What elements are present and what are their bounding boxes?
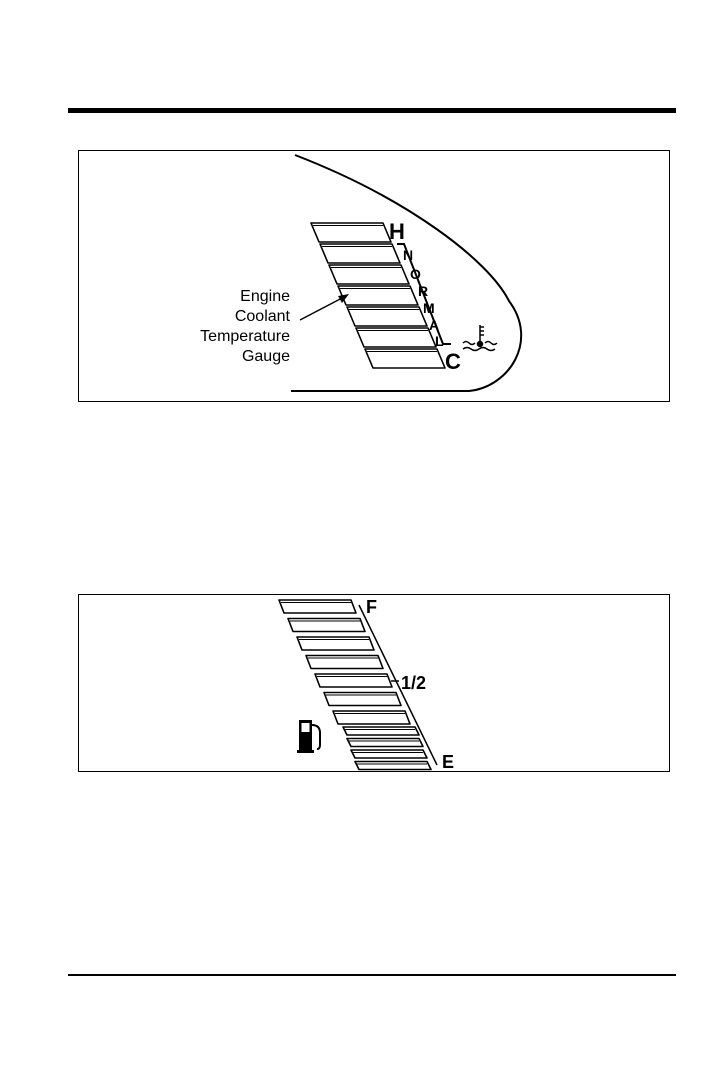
coolant-label-line-3: Temperature <box>200 328 290 345</box>
normal-letter-5: A <box>429 317 439 333</box>
normal-letter-1: N <box>403 247 413 263</box>
fuel-segment-3 <box>297 637 374 650</box>
fuel-segment-9 <box>347 739 423 747</box>
normal-letter-4: M <box>423 300 435 316</box>
fuel-segment-10 <box>351 750 427 758</box>
coolant-label-line-4: Gauge <box>242 348 290 365</box>
fuel-gauge-diagram: F 1/2 E <box>79 595 671 773</box>
footer-rule <box>68 974 676 976</box>
thermometer-in-coolant-icon <box>463 325 497 351</box>
fuel-pump-icon <box>297 720 320 753</box>
cluster-outline <box>291 155 521 391</box>
normal-letter-3: R <box>418 283 428 299</box>
fuel-segment-2 <box>288 619 365 632</box>
fuel-segment-5 <box>315 674 392 687</box>
coolant-gauge-panel: H C N O R M A L Engine Coolant Temperatu… <box>78 150 670 402</box>
fuel-segment-7 <box>333 711 410 724</box>
hot-mark: H <box>389 219 405 244</box>
label-pointer-arrowhead <box>338 294 349 303</box>
empty-mark: E <box>442 752 454 772</box>
coolant-label-line-1: Engine <box>240 288 290 305</box>
coolant-label-line-2: Coolant <box>235 308 291 325</box>
fuel-segment-1 <box>279 600 356 613</box>
header-rule <box>68 108 676 113</box>
coolant-gauge-diagram: H C N O R M A L Engine Coolant Temperatu… <box>79 151 671 403</box>
cold-mark: C <box>445 349 461 374</box>
full-mark: F <box>366 597 377 617</box>
normal-letter-6: L <box>435 333 444 349</box>
label-pointer-line <box>300 297 344 320</box>
normal-letter-2: O <box>410 266 421 282</box>
fuel-segment-4 <box>306 656 383 669</box>
fuel-segment-6 <box>324 693 401 706</box>
fuel-segment-8 <box>343 727 419 735</box>
fuel-gauge-panel: F 1/2 E <box>78 594 670 772</box>
half-mark: 1/2 <box>401 673 426 693</box>
fuel-segment-11 <box>355 762 431 770</box>
